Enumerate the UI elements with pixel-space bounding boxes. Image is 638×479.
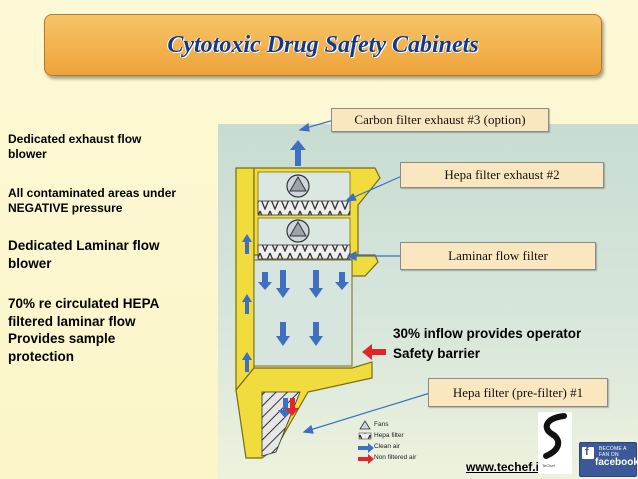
legend-label: Non filtered air [374,454,417,461]
down-arrow-icon [258,272,272,290]
red-arrow-icon [358,454,374,464]
callout-label: Carbon filter exhaust #3 (option) [354,112,526,127]
note-line: Provides sample [8,331,116,347]
hepa-exhaust-filter [257,200,351,216]
website-link[interactable]: www.techef.in [466,460,547,474]
exhaust-arrow-icon [290,140,306,166]
note-line: 70% re circulated HEPA [8,296,160,311]
red-down-arrow-icon [285,398,299,416]
note-laminar-blower: Dedicated Laminar flow blower [8,237,160,272]
legend-item: Clean air [352,441,416,452]
legend-symbols [358,420,374,464]
note-line: filtered laminar flow [8,313,136,329]
inflow-line: 30% inflow provides operator [393,326,582,341]
down-arrow-icon [276,270,290,298]
legend-item: Non filtered air [352,452,416,463]
note-line: blower [8,147,47,162]
up-arrow-icon [242,234,252,254]
note-negative-pressure: All contaminated areas under NEGATIVE pr… [8,186,176,217]
callout-label: Hepa filter exhaust #2 [444,167,560,182]
fb-name: facebook [595,457,638,468]
laminar-flow-filter [257,244,351,260]
blue-arrow-icon [358,443,374,453]
callout-leaders [298,119,431,434]
inflow-note: 30% inflow provides operator Safety barr… [393,324,581,365]
legend-label: Fans [374,421,389,428]
airflow-arrows [242,140,349,418]
callout-hepa-exhaust: Hepa filter exhaust #2 [400,162,604,188]
up-arrow-icon [242,352,252,372]
exhaust-fan-icon [286,174,310,198]
callout-prefilter: Hepa filter (pre-filter) #1 [428,378,608,407]
callout-laminar-filter: Laminar flow filter [400,242,596,270]
legend: Fans Hepa filter Clean air Non filtered … [352,419,416,463]
note-line: Dedicated Laminar flow [8,238,160,253]
work-chamber [253,259,353,367]
down-arrow-icon [309,270,323,298]
logo-caption: TeChef [542,463,555,468]
callout-label: Laminar flow filter [448,248,548,263]
note-line: protection [8,348,74,364]
note-recirculated-hepa: 70% re circulated HEPA filtered laminar … [8,295,159,365]
down-arrow-icon [335,272,349,290]
inflow-arrow-icon [362,344,386,360]
inflow-arrows [285,344,386,416]
legend-label: Hepa filter [374,432,404,439]
down-arrow-icon [309,322,323,346]
fb-become-fan: BECOME A FAN ON [599,446,627,458]
fan-icon [359,420,371,430]
note-line: Dedicated exhaust flow [8,132,142,146]
logo-s-icon [543,413,567,459]
note-line: NEGATIVE pressure [8,201,123,216]
legend-item: Fans [352,419,416,430]
slide-title: Cytotoxic Drug Safety Cabinets [167,31,479,58]
techef-logo [538,412,572,474]
callout-carbon-filter: Carbon filter exhaust #3 (option) [331,108,549,132]
title-banner: Cytotoxic Drug Safety Cabinets [44,14,602,76]
note-line: blower [8,255,52,271]
legend-label: Clean air [374,443,401,450]
down-arrow-icon [276,322,290,346]
facebook-icon [582,446,594,459]
note-line: All contaminated areas under [8,186,177,200]
legend-item: Hepa filter [352,430,416,441]
callout-label: Hepa filter (pre-filter) #1 [452,384,584,400]
hepa-filter-icon [358,432,372,440]
facebook-fan-button[interactable]: BECOME A FAN ON facebook [579,442,638,477]
laminar-fan-icon [286,219,310,243]
note-exhaust-blower: Dedicated exhaust flow blower [8,132,141,163]
inflow-line: Safety barrier [393,346,481,362]
up-arrow-icon [242,294,252,314]
